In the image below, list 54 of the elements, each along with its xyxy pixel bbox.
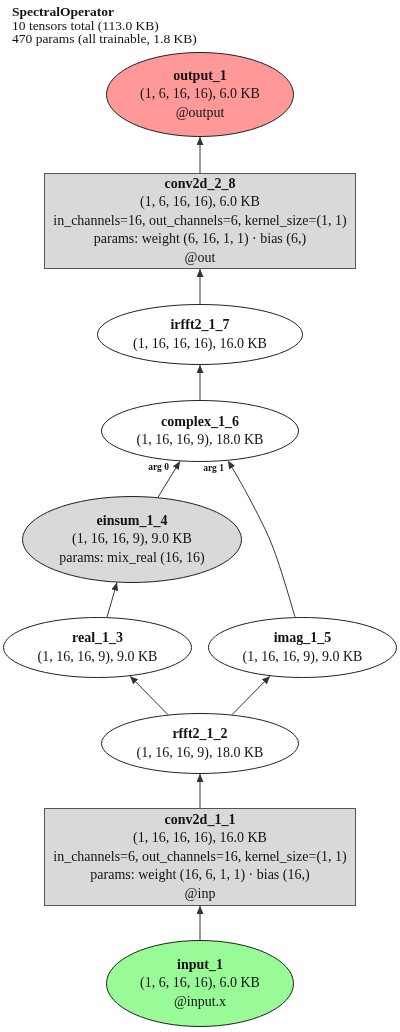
layer-box	[44, 173, 356, 269]
edge-label: arg 0	[148, 462, 169, 473]
node-detail: (1, 6, 16, 16), 6.0 KB	[140, 193, 260, 212]
arrow	[196, 773, 204, 809]
arrow	[227, 460, 296, 618]
tensor-ellipse	[106, 940, 294, 1027]
node-detail: (1, 16, 16, 16), 16.0 KB	[133, 334, 267, 353]
arrow	[196, 905, 204, 941]
node-detail: (1, 16, 16, 9), 18.0 KB	[136, 431, 264, 449]
arrow	[196, 136, 204, 174]
node-title: input_1	[177, 955, 223, 974]
node-detail: (1, 16, 16, 9), 9.0 KB	[37, 647, 158, 666]
node-detail: in_channels=6, out_channels=16, kernel_size=(1, 1)	[53, 847, 347, 866]
diagram-title: SpectralOperator	[12, 5, 114, 19]
arrow	[129, 675, 169, 716]
arrow	[196, 268, 204, 305]
arrow	[196, 364, 204, 401]
node-title: conv2d_1_1	[164, 810, 236, 829]
node-title: real_1_3	[71, 629, 124, 647]
node-detail: params: weight (16, 6, 1, 1) · bias (16,)	[90, 866, 310, 885]
node-title: einsum_1_4	[96, 511, 168, 530]
summary-text: 10 tensors total (113.0 KB)	[12, 18, 159, 32]
node-detail: @output	[175, 103, 225, 122]
tensor-ellipse	[22, 496, 242, 583]
arrow	[157, 460, 181, 498]
node-title: imag_1_5	[273, 629, 332, 647]
node-title: output_1	[173, 66, 227, 85]
node-title: complex_1_6	[161, 412, 239, 431]
node-detail: (1, 16, 16, 9), 9.0 KB	[72, 530, 192, 549]
edge-label: arg 1	[203, 463, 224, 474]
tensor-ellipse	[208, 617, 397, 678]
node-detail: (1, 16, 16, 16), 16.0 KB	[133, 829, 267, 848]
tensor-ellipse	[101, 713, 299, 774]
summary-text: 470 params (all trainable, 1.8 KB)	[12, 32, 197, 46]
node-detail: @input.x	[173, 992, 227, 1011]
arrow	[231, 675, 271, 716]
node-detail: params: mix_real (16, 16)	[59, 548, 205, 567]
tensor-ellipse	[3, 617, 192, 678]
node-detail: (1, 16, 16, 9), 9.0 KB	[242, 647, 363, 666]
tensor-ellipse	[106, 52, 294, 137]
node-title: rfft2_1_2	[172, 725, 228, 743]
node-detail: (1, 6, 16, 16), 6.0 KB	[140, 85, 260, 104]
node-detail: @inp	[184, 884, 216, 903]
tensor-ellipse	[101, 400, 299, 462]
node-detail: params: weight (6, 16, 1, 1) · bias (6,)	[93, 230, 307, 249]
node-title: conv2d_2_8	[164, 174, 236, 193]
node-detail: (1, 6, 16, 16), 6.0 KB	[140, 974, 260, 993]
node-detail: @out	[184, 248, 216, 267]
node-detail: in_channels=16, out_channels=6, kernel_size=(1, 1)	[53, 211, 347, 230]
node-detail: (1, 16, 16, 9), 18.0 KB	[136, 743, 264, 762]
node-title: irfft2_1_7	[170, 316, 230, 334]
arrow	[106, 582, 119, 618]
tensor-ellipse	[97, 304, 303, 365]
layer-box	[44, 808, 356, 906]
